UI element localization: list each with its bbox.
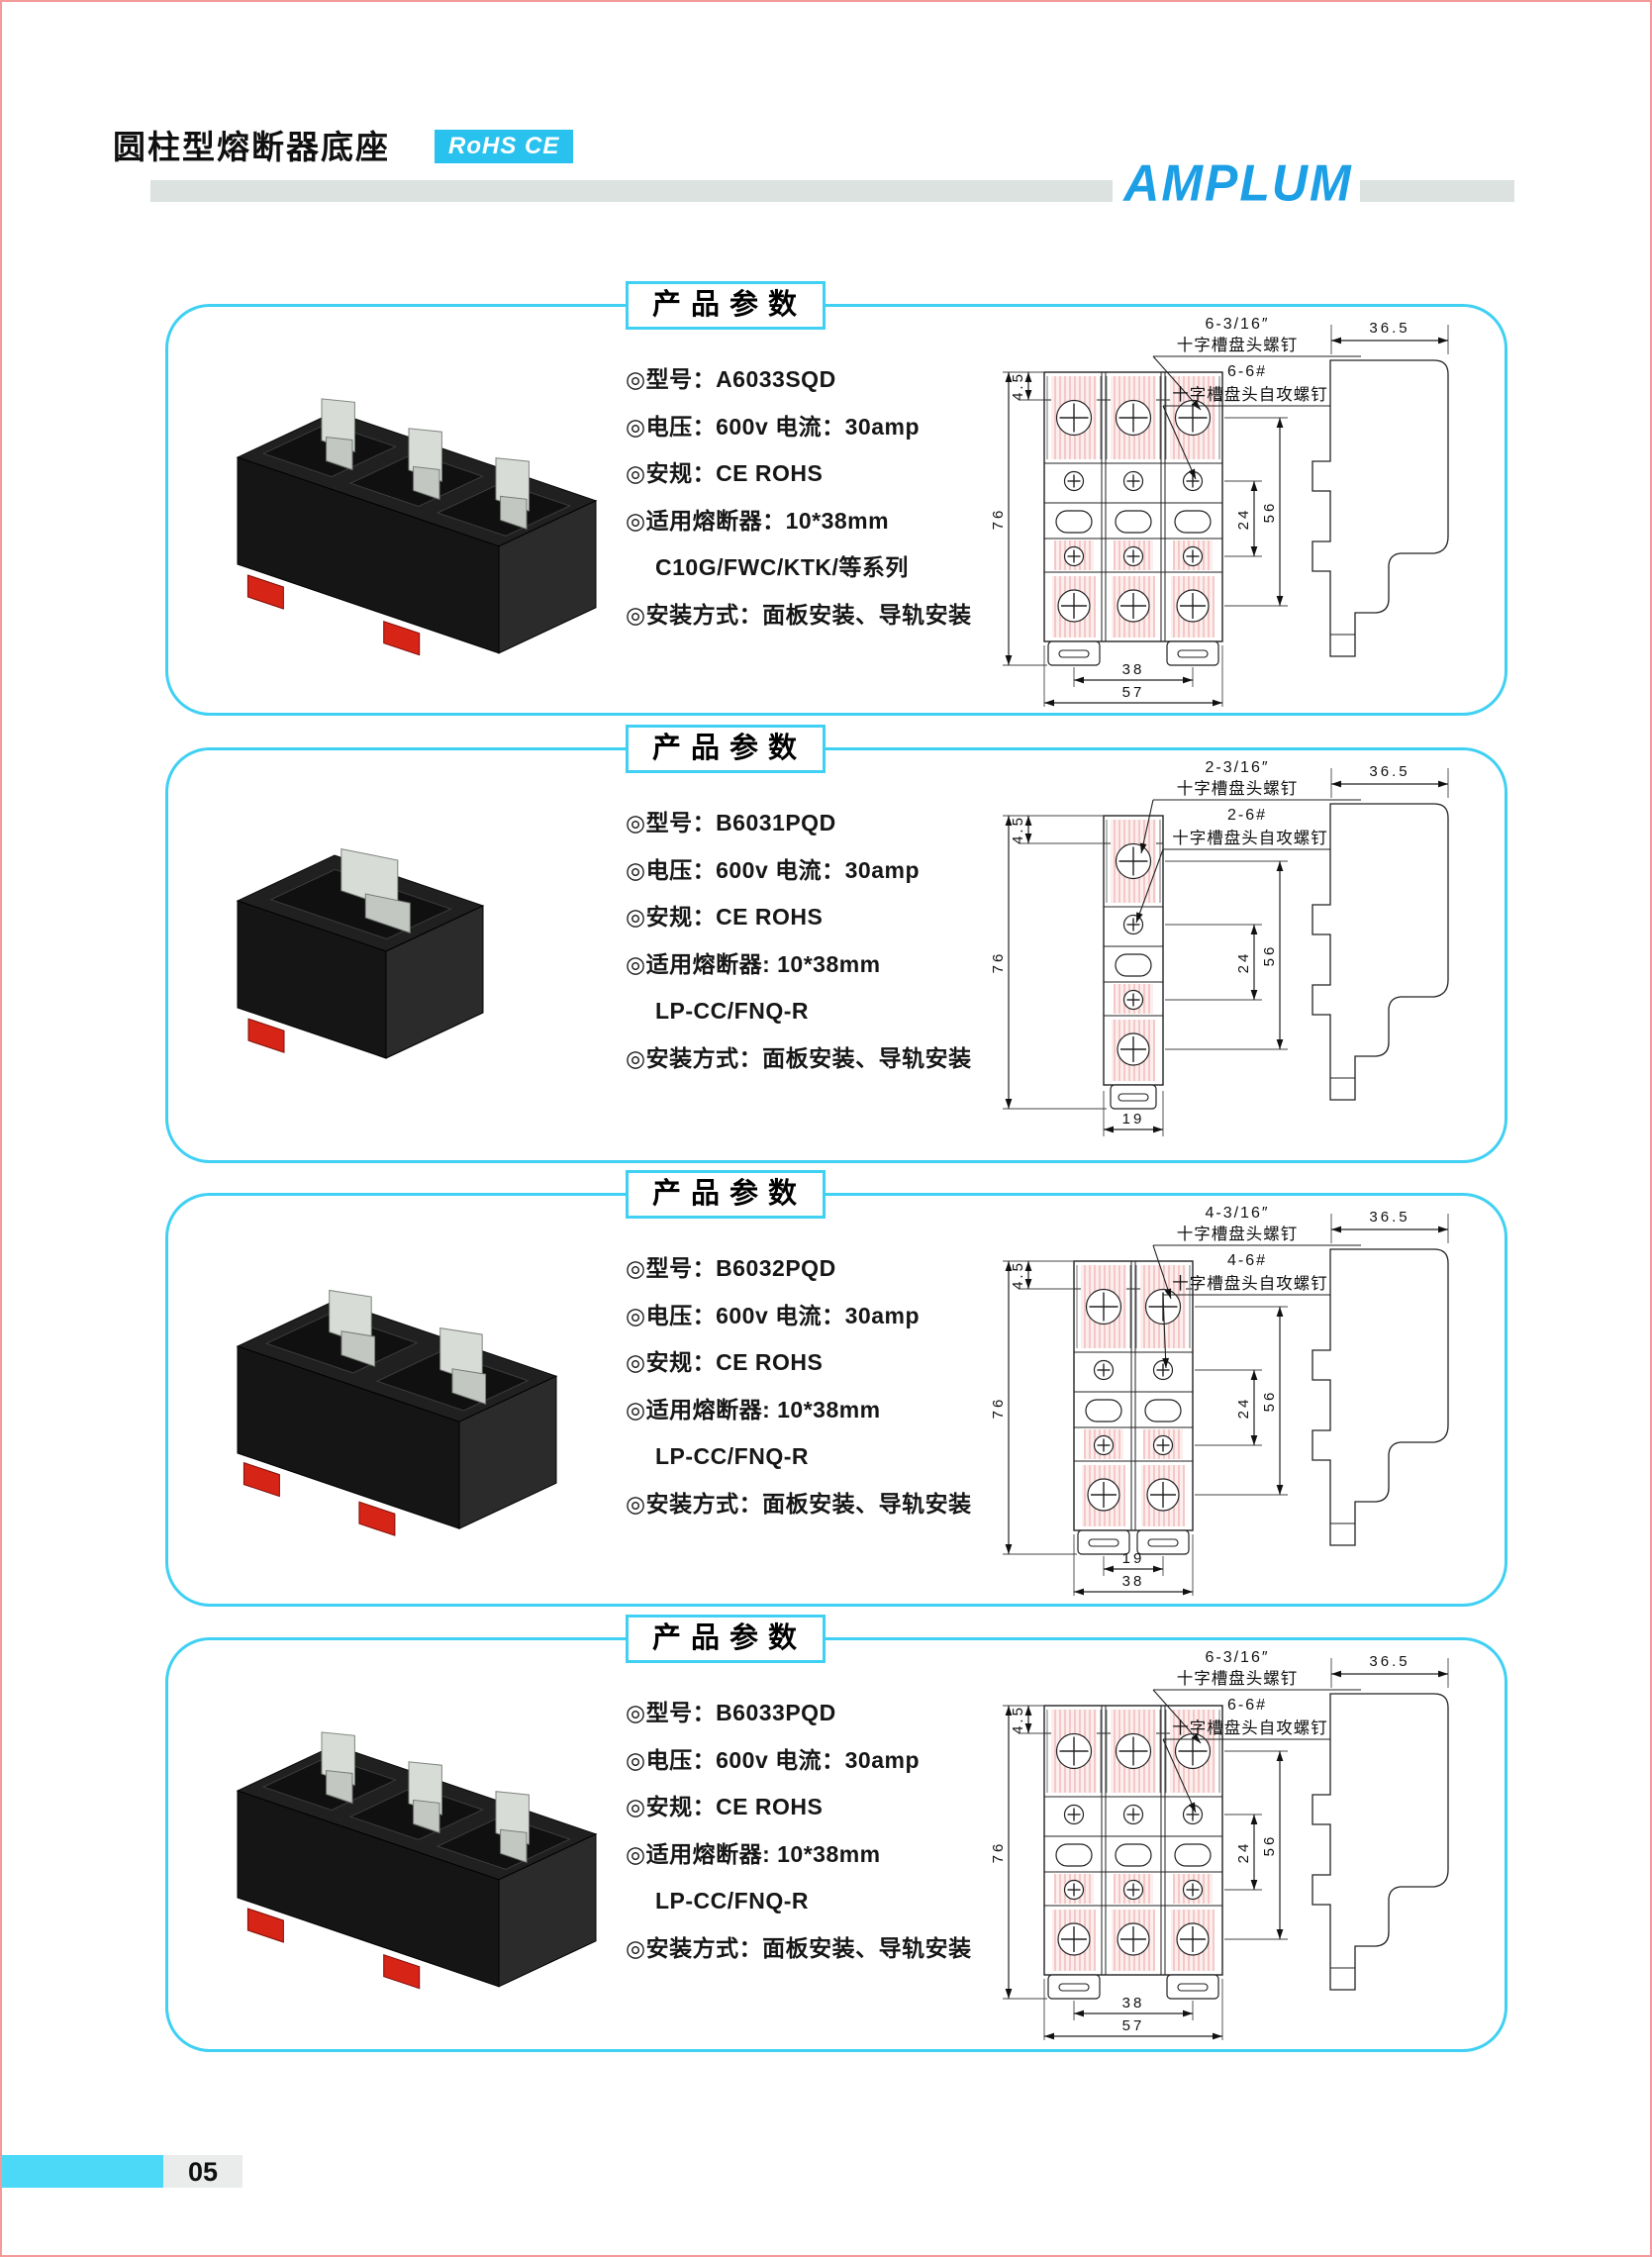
dim-label: 76 [990, 1841, 1007, 1864]
screw-count-label: 6-3/16″ [1205, 316, 1269, 333]
divider-band-right [1360, 180, 1514, 202]
footer-accent-bar [2, 2155, 163, 2188]
dim-label: 56 [1261, 944, 1278, 967]
dim-label: 24 [1235, 1397, 1252, 1420]
tapping-count-label: 2-6# [1227, 807, 1267, 824]
tapping-name-label: 十字槽盘头自攻螺钉 [1172, 1274, 1328, 1293]
tapping-count-label: 6-6# [1227, 1697, 1267, 1714]
technical-drawing: 76 4.5 24 56 4-3/16″ 十字槽盘头螺钉 4-6# 十字槽盘头自攻螺钉 19 38… [975, 1202, 1495, 1598]
section-title: 产品参数 [626, 281, 826, 331]
dim-label: 56 [1261, 1834, 1278, 1857]
dim-label: 76 [990, 508, 1007, 531]
product-photo [176, 1214, 617, 1582]
tapping-count-label: 4-6# [1227, 1252, 1267, 1269]
section-title: 产品参数 [626, 1170, 826, 1220]
dim-label: 24 [1235, 508, 1252, 531]
spec-line: ◎安装方式：面板安装、导轨安装 [626, 1490, 972, 1517]
tapping-name-label: 十字槽盘头自攻螺钉 [1172, 829, 1328, 847]
tapping-name-label: 十字槽盘头自攻螺钉 [1172, 1718, 1328, 1737]
spec-line: ◎适用熔断器：10*38mm [626, 507, 890, 534]
technical-drawing: 76 4.5 24 56 6-3/16″ 十字槽盘头螺钉 6-6# 十字槽盘头自攻螺钉 38 57… [975, 313, 1495, 709]
screw-name-label: 十字槽盘头螺钉 [1177, 1225, 1299, 1243]
screw-name-label: 十字槽盘头螺钉 [1177, 1669, 1299, 1688]
spec-line: ◎型号：B6033PQD [626, 1700, 836, 1725]
spec-line: ◎安装方式：面板安装、导轨安装 [626, 601, 972, 628]
rohs-ce-badge: RoHS CE [435, 130, 574, 163]
spec-line: C10G/FWC/KTK/等系列 [655, 554, 909, 580]
product-photo [176, 1658, 617, 2026]
spec-line: ◎安规：CE ROHS [626, 1794, 824, 1819]
product-card: 产品参数 ◎型号：A6033SQD ◎电压：600v 电流：30amp ◎安规：CE… [165, 281, 1507, 716]
spec-line: ◎电压：600v 电流：30amp [626, 413, 920, 440]
spec-line: ◎安规：CE ROHS [626, 460, 824, 486]
screw-name-label: 十字槽盘头螺钉 [1177, 336, 1299, 354]
dim-label: 56 [1261, 1390, 1278, 1413]
dim-label: 38 [1122, 661, 1145, 678]
spec-line: ◎电压：600v 电流：30amp [626, 1302, 920, 1328]
section-title: 产品参数 [626, 1615, 826, 1664]
spec-line: ◎电压：600v 电流：30amp [626, 856, 920, 883]
spec-line: ◎电压：600v 电流：30amp [626, 1746, 920, 1773]
dim-label: 36.5 [1369, 1653, 1409, 1670]
screw-count-label: 4-3/16″ [1205, 1205, 1269, 1222]
dim-label: 36.5 [1369, 320, 1409, 337]
technical-drawing: 76 4.5 24 56 2-3/16″ 十字槽盘头螺钉 2-6# 十字槽盘头自攻螺钉 19 36… [975, 756, 1495, 1152]
spec-list: ◎型号：B6032PQD ◎电压：600v 电流：30amp ◎安规：CE ROHS… [626, 1245, 1061, 1527]
product-card: 产品参数 ◎型号：B6032PQD ◎电压：600v 电流：30amp ◎安规：CE… [165, 1170, 1507, 1607]
dim-label: 4.5 [1010, 1260, 1026, 1290]
dim-label: 38 [1122, 1995, 1145, 2012]
dim-label: 56 [1261, 501, 1278, 524]
dim-label: 24 [1235, 1841, 1252, 1864]
spec-line: ◎安规：CE ROHS [626, 904, 824, 930]
screw-count-label: 2-3/16″ [1205, 759, 1269, 776]
spec-line: LP-CC/FNQ-R [655, 998, 809, 1024]
screw-name-label: 十字槽盘头螺钉 [1177, 779, 1299, 798]
section-title: 产品参数 [626, 725, 826, 774]
dim-label: 57 [1122, 2017, 1145, 2034]
product-photo [176, 325, 617, 693]
spec-line: LP-CC/FNQ-R [655, 1443, 809, 1469]
dim-label: 76 [990, 951, 1007, 974]
dim-label: 38 [1122, 1573, 1145, 1590]
spec-line: ◎型号：B6031PQD [626, 810, 836, 835]
spec-line: ◎适用熔断器: 10*38mm [626, 950, 881, 977]
spec-line: ◎型号：B6032PQD [626, 1255, 836, 1281]
dim-label: 76 [990, 1397, 1007, 1420]
spec-line: LP-CC/FNQ-R [655, 1888, 809, 1914]
spec-line: ◎适用熔断器: 10*38mm [626, 1840, 881, 1867]
spec-list: ◎型号：B6031PQD ◎电压：600v 电流：30amp ◎安规：CE ROHS… [626, 800, 1061, 1082]
dim-label: 24 [1235, 951, 1252, 974]
dim-label: 36.5 [1369, 1209, 1409, 1226]
divider-band-left [150, 180, 1113, 202]
dim-label: 19 [1122, 1550, 1145, 1567]
spec-line: ◎安规：CE ROHS [626, 1349, 824, 1375]
tapping-count-label: 6-6# [1227, 363, 1267, 380]
dim-label: 19 [1122, 1111, 1145, 1128]
product-photo [176, 768, 617, 1136]
page-title: 圆柱型熔断器底座 [113, 129, 390, 165]
spec-line: ◎型号：A6033SQD [626, 366, 836, 392]
spec-list: ◎型号：A6033SQD ◎电压：600v 电流：30amp ◎安规：CE ROHS… [626, 356, 1061, 638]
spec-line: ◎适用熔断器: 10*38mm [626, 1396, 881, 1423]
page-number: 05 [163, 2155, 243, 2188]
brand-logo: AMPLUM [1123, 153, 1353, 213]
dim-label: 4.5 [1010, 815, 1026, 844]
screw-count-label: 6-3/16″ [1205, 1649, 1269, 1666]
spec-list: ◎型号：B6033PQD ◎电压：600v 电流：30amp ◎安规：CE ROHS… [626, 1690, 1061, 1972]
spec-line: ◎安装方式：面板安装、导轨安装 [626, 1044, 972, 1071]
technical-drawing: 76 4.5 24 56 6-3/16″ 十字槽盘头螺钉 6-6# 十字槽盘头自攻螺钉 38 57… [975, 1646, 1495, 2042]
dim-label: 36.5 [1369, 763, 1409, 780]
dim-label: 57 [1122, 684, 1145, 701]
product-card: 产品参数 ◎型号：B6033PQD ◎电压：600v 电流：30amp ◎安规：CE… [165, 1615, 1507, 2052]
tapping-name-label: 十字槽盘头自攻螺钉 [1172, 385, 1328, 404]
dim-label: 4.5 [1010, 371, 1026, 401]
spec-line: ◎安装方式：面板安装、导轨安装 [626, 1934, 972, 1961]
product-card: 产品参数 ◎型号：B6031PQD ◎电压：600v 电流：30amp ◎安规：CE… [165, 725, 1507, 1163]
dim-label: 4.5 [1010, 1705, 1026, 1734]
